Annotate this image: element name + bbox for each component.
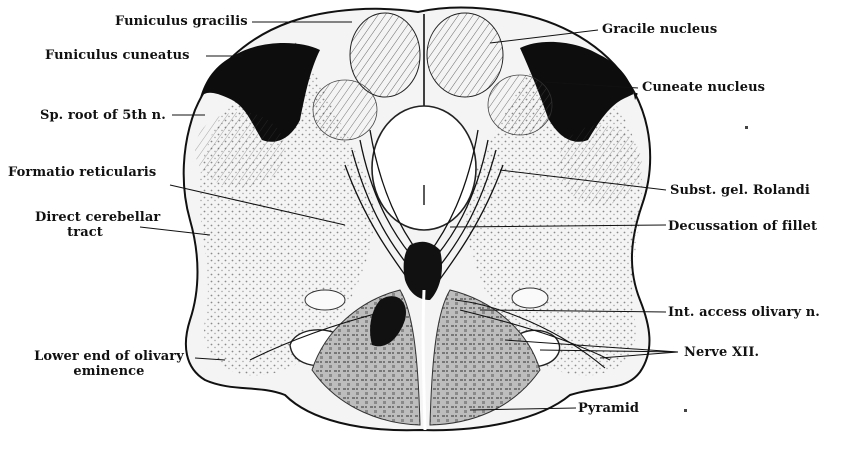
olivary-left [305,290,345,310]
label-funiculus-cuneatus: Funiculus cuneatus [45,48,190,63]
rolandi-right [558,125,642,205]
label-formatio-reticularis: Formatio reticularis [8,165,156,180]
label-int-access-olivary: Int. access olivary n. [668,305,820,320]
olivary-right [512,288,548,308]
label-gracile-nucleus: Gracile nucleus [602,22,717,37]
label-funiculus-gracilis: Funiculus gracilis [115,14,248,29]
label-direct-cerebellar: Direct cerebellar tract [35,210,135,240]
label-lower-end-olivary-line1: Lower end of olivary [20,349,198,364]
label-lower-end-olivary: Lower end of olivary eminence [20,349,198,379]
rolandi-left [195,112,285,188]
label-subst-gel-rolandi: Subst. gel. Rolandi [670,183,810,198]
label-decussation-fillet: Decussation of fillet [668,219,817,234]
label-sp-root-5th: Sp. root of 5th n. [40,108,166,123]
funiculus-gracilis-right [427,13,503,97]
label-cuneate-nucleus: Cuneate nucleus [642,80,765,95]
label-direct-cerebellar-line2: tract [35,225,135,240]
cuneate-nucleus-right [488,75,552,135]
central-canal [372,106,476,230]
label-direct-cerebellar-line1: Direct cerebellar [35,210,135,225]
label-nerve-xii: Nerve XII. [684,345,759,360]
label-lower-end-olivary-line2: eminence [20,364,198,379]
label-pyramid: Pyramid [578,401,639,416]
cuneate-nucleus-left [313,80,377,140]
